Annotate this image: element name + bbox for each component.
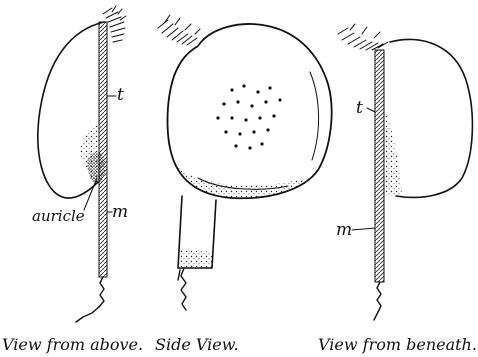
figure-side-view: Side View. xyxy=(155,15,332,354)
label-m-above: m xyxy=(112,202,128,222)
tarsus-stipple-side xyxy=(178,250,213,268)
shell-stipple-side xyxy=(176,166,314,198)
label-m-beneath: m xyxy=(336,220,352,240)
hair-tuft-side xyxy=(158,15,200,45)
caption-view-from-beneath: View from beneath. xyxy=(318,335,477,354)
caption-view-from-above: View from above. xyxy=(2,335,143,354)
wing-outline-beneath xyxy=(390,39,472,197)
claw-segments-side xyxy=(178,268,186,310)
shell-outline-side xyxy=(168,24,332,198)
shell-rim-side xyxy=(198,72,319,189)
pit-dots-side xyxy=(216,84,281,149)
stippled-region-beneath xyxy=(384,110,402,196)
leader-auricle xyxy=(84,178,97,210)
claw-segments-beneath xyxy=(374,282,381,320)
caption-side-view: Side View. xyxy=(155,335,239,354)
leader-m-beneath xyxy=(352,228,375,230)
hair-tuft-beneath xyxy=(338,24,388,50)
label-t-beneath: t xyxy=(356,98,363,118)
label-auricle: auricle xyxy=(32,207,85,225)
leader-t-beneath xyxy=(367,108,375,112)
leg-shaft-beneath xyxy=(375,50,384,282)
label-t-above: t xyxy=(117,85,124,105)
figure-view-from-above: t m auricle View from above. xyxy=(2,6,143,354)
figure-view-from-beneath: t m View from beneath. xyxy=(318,24,477,354)
claw-segments-above xyxy=(76,277,104,322)
leg-shaft-above xyxy=(99,22,107,277)
